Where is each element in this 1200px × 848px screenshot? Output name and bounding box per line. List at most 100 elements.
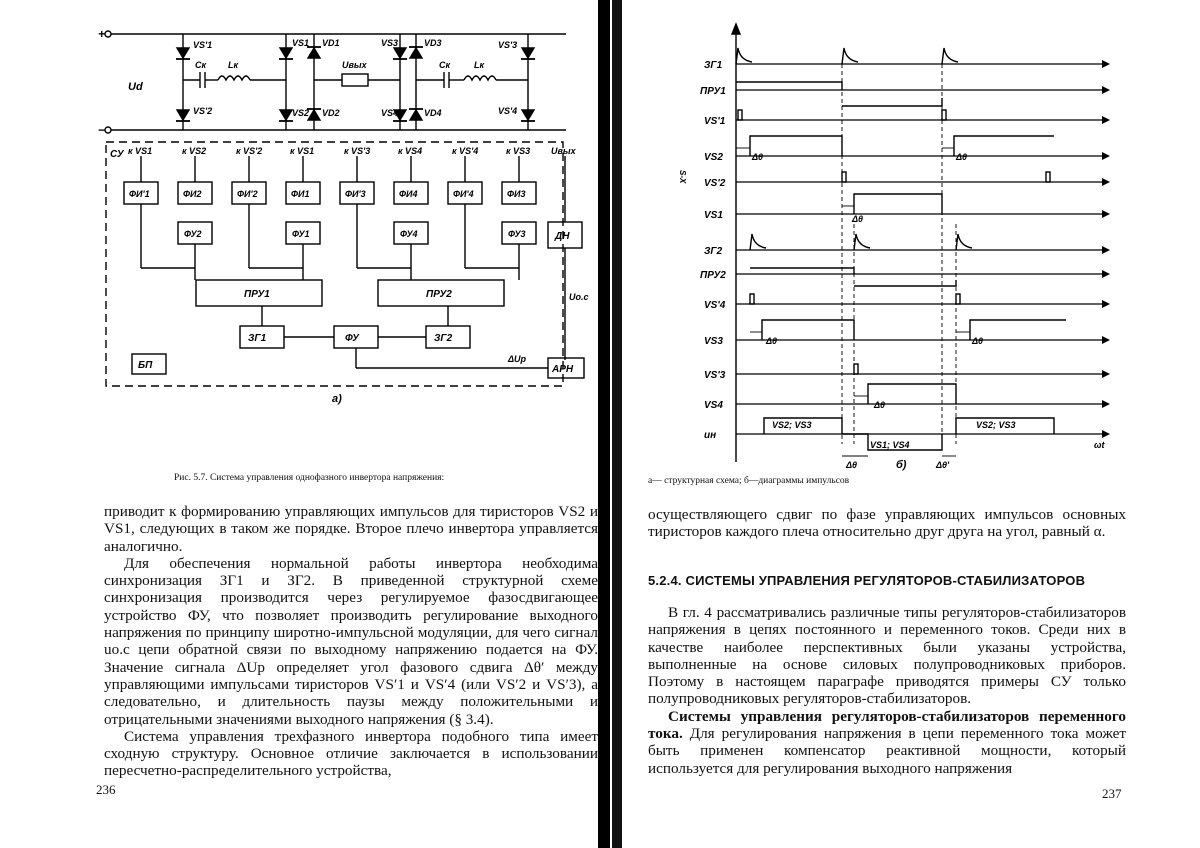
signal-label-1: ЗГ1 (704, 60, 723, 71)
thyristor-label-top-4: VS3 (381, 38, 398, 48)
thyristor-label-bottom-5: VD4 (424, 108, 442, 118)
phase-shifter-label: ФУ (345, 333, 360, 344)
side-mark: S-X (678, 170, 687, 184)
left-paragraph-2: Для обеспечения нормальной работы инверт… (104, 554, 598, 728)
signal-label-9: VS'4 (704, 300, 726, 311)
thyristor-label-bottom-1: VS'2 (193, 106, 212, 116)
figure-a-structural-scheme: + − Ud VS'1 VS1 VD1 VS3 VD3 VS'3 VS'2 VS… (98, 27, 589, 405)
page-number-right: 237 (1102, 786, 1122, 801)
thyristor-label-top-5: VD3 (424, 38, 442, 48)
signal-label-11: VS'3 (704, 370, 726, 381)
right-paragraph-2: В гл. 4 рассматривались различные типы р… (648, 604, 1126, 708)
paragraph-3-runin: Системы управления регуляторов-стабилиза… (648, 707, 1126, 743)
shaper-label-8: ФИ3 (507, 189, 526, 199)
shaper-label-3: ФИ'2 (237, 189, 258, 199)
signal-label-10: VS3 (704, 336, 723, 347)
generator-1-label: ЗГ1 (248, 333, 267, 344)
inductor-label-right: Lк (474, 60, 484, 70)
pair-label-3: VS2; VS3 (976, 420, 1016, 430)
left-paragraph-3: Система управления трехфазного инвертора… (104, 727, 598, 780)
generator-2-label: ЗГ2 (434, 333, 453, 344)
left-paragraph-1: приводит к формированию управляющих импу… (104, 503, 598, 555)
delta-theta-label-4: Δθ (765, 336, 777, 346)
section-heading: 5.2.4. СИСТЕМЫ УПРАВЛЕНИЯ РЕГУЛЯТОРОВ-СТ… (648, 573, 1086, 588)
output-voltage-label: Uвых (342, 60, 368, 70)
distributor-1-label: ПРУ1 (244, 289, 270, 300)
figure-caption-left: Рис. 5.7. Система управления однофазного… (174, 473, 445, 483)
supply-plus-label: + (98, 27, 105, 41)
thyristor-label-bottom-6: VS'4 (498, 106, 517, 116)
phase-block-label-4: ФУ3 (508, 229, 526, 239)
paragraph-3-text: Для регулирования напряжения в цепи пере… (648, 725, 1126, 777)
output-label-4: к VS1 (290, 146, 314, 156)
output-label-7: к VS'4 (452, 146, 478, 156)
output-label-5: к VS'3 (344, 146, 370, 156)
signal-label-3: VS'1 (704, 116, 726, 127)
thyristor-label-top-3: VD1 (322, 38, 340, 48)
output-label-8: к VS3 (506, 146, 530, 156)
delta-theta-label-6: Δθ (873, 400, 885, 410)
signal-label-4: VS2 (704, 152, 723, 163)
shaper-label-1: ФИ'1 (129, 189, 150, 199)
delta-u-label: ΔUр (507, 354, 527, 364)
power-block-label: БП (138, 360, 153, 371)
right-paragraph-3: Системы управления регуляторов-стабилиза… (648, 708, 1126, 777)
pair-label-2: VS1; VS4 (870, 440, 910, 450)
signal-label-5: VS'2 (704, 178, 726, 189)
inductor-label-left: Lк (228, 60, 238, 70)
signal-label-6: VS1 (704, 210, 723, 221)
time-axis-label: ωt (1094, 440, 1106, 450)
right-paragraph-top: осуществляющего сдвиг по фазе управляющи… (648, 506, 1126, 541)
output-label-1: к VS1 (128, 146, 152, 156)
subfigure-b-label: б) (896, 459, 907, 471)
right-body-text: В гл. 4 рассматривались различные типы р… (648, 604, 1126, 777)
delta-theta-label-1: Δθ (751, 152, 763, 162)
shaper-label-7: ФИ'4 (453, 189, 474, 199)
phase-block-label-1: ФУ2 (184, 229, 202, 239)
distributor-2-label: ПРУ2 (426, 289, 452, 300)
shaper-label-4: ФИ1 (291, 189, 310, 199)
output-label-6: к VS4 (398, 146, 422, 156)
delta-theta-label-7: Δθ (845, 460, 857, 470)
delta-theta-label-3: Δθ (851, 214, 863, 224)
signal-label-7: ЗГ2 (704, 246, 723, 257)
signal-label-12: VS4 (704, 400, 723, 411)
output-label-3: к VS'2 (236, 146, 262, 156)
book-gutter-left (598, 0, 610, 848)
left-body-text: приводит к формированию управляющих импу… (104, 503, 598, 780)
delta-theta-label-5: Δθ (971, 336, 983, 346)
supply-minus-label: − (98, 123, 105, 137)
thyristor-label-bottom-2: VS2 (292, 108, 309, 118)
page-number-left: 236 (96, 782, 116, 797)
phase-block-label-3: ФУ4 (400, 229, 418, 239)
figure-b-timing-diagram: ЗГ1 ПРУ1 VS'1 VS2 VS'2 VS1 ЗГ2 ПРУ2 VS'4… (678, 22, 1110, 471)
delta-theta-label-2: Δθ (955, 152, 967, 162)
shaper-label-6: ФИ4 (399, 189, 418, 199)
regulator-label: АРН (551, 364, 574, 375)
left-page: + − Ud VS'1 VS1 VD1 VS3 VD3 VS'3 VS'2 VS… (60, 0, 600, 848)
thyristor-label-top-1: VS'1 (193, 40, 212, 50)
thyristor-label-bottom-3: VD2 (322, 108, 340, 118)
signal-label-13: uн (704, 430, 716, 441)
pair-label-1: VS2; VS3 (772, 420, 812, 430)
shaper-label-5: ФИ'3 (345, 189, 366, 199)
capacitor-label-right: Cк (439, 60, 450, 70)
feedback-signal-label: Uо.с (569, 292, 589, 302)
shaper-label-2: ФИ2 (183, 189, 202, 199)
output-label-9: Uвых (551, 146, 577, 156)
control-block-label: СУ (110, 149, 125, 160)
subfigure-a-label: а) (332, 393, 342, 405)
output-label-2: к VS2 (182, 146, 206, 156)
voltage-sensor-label: ДН (554, 231, 570, 242)
thyristor-label-top-6: VS'3 (498, 40, 517, 50)
capacitor-label-left: Cк (195, 60, 206, 70)
figure-caption-right: а— структурная схема; б—диаграммы импуль… (648, 476, 850, 486)
thyristor-label-top-2: VS1 (292, 38, 309, 48)
delta-theta-prime-label: Δθ' (935, 460, 950, 470)
right-page: ЗГ1 ПРУ1 VS'1 VS2 VS'2 VS1 ЗГ2 ПРУ2 VS'4… (626, 0, 1146, 848)
signal-label-2: ПРУ1 (700, 86, 726, 97)
thyristor-label-bottom-4: VS4 (381, 108, 398, 118)
right-paragraph-top-text: осуществляющего сдвиг по фазе управляющи… (648, 506, 1126, 541)
book-gutter-right (612, 0, 622, 848)
input-voltage-label: Ud (128, 81, 143, 93)
